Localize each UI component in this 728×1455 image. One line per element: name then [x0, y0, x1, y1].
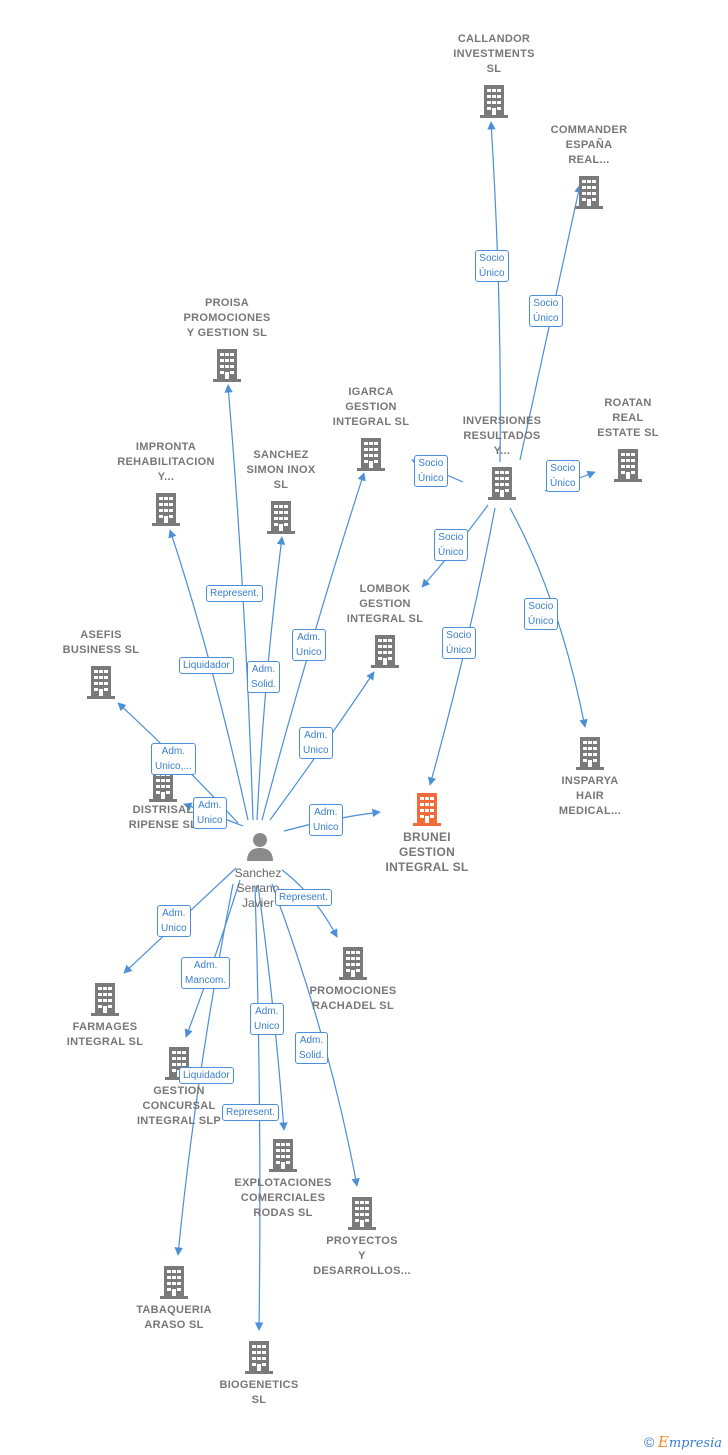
- empresia-logo: © Empresia: [643, 1433, 722, 1451]
- building-icon: [339, 947, 367, 980]
- edge-label-asefis: Adm.Unico,...: [151, 743, 196, 775]
- edge-label-rachadel: Represent.: [275, 889, 332, 906]
- building-icon: [245, 1341, 273, 1374]
- edge-label-gestion-mancom: Adm.Mancom.: [181, 957, 231, 989]
- edge-label-impronta: Liquidador: [179, 657, 234, 674]
- building-icon: [371, 635, 399, 668]
- building-icon: [269, 1139, 297, 1172]
- edge-label-igarca-adm: Adm.Unico: [292, 629, 326, 661]
- person-node[interactable]: [244, 830, 276, 862]
- edge-label-explotaciones-adm: Adm.Unico: [250, 1003, 284, 1035]
- building-icon: [480, 85, 508, 118]
- building-icon: [357, 438, 385, 471]
- building-icon: [91, 983, 119, 1016]
- building-icon: [152, 493, 180, 526]
- edge-label-farmages: Adm.Unico: [157, 905, 191, 937]
- edge-callandor: [487, 121, 501, 463]
- edge-label-distrisal: Adm.Unico: [193, 797, 227, 829]
- building-icon: [575, 176, 603, 209]
- edge-label-tabaqueria-rep: Represent.: [222, 1104, 279, 1121]
- edge-label-gestion-liq: Liquidador: [179, 1067, 234, 1084]
- building-icon: [488, 467, 516, 500]
- building-icon: [614, 449, 642, 482]
- edge-label-proisa: Represent.: [206, 585, 263, 602]
- edge-label-sanchez-simon: Adm.Solid.: [247, 661, 281, 693]
- building-icon: [348, 1197, 376, 1230]
- building-icon: [87, 666, 115, 699]
- edge-label-proyectos: Adm.Solid.: [295, 1032, 329, 1064]
- building-icon: [576, 737, 604, 770]
- person-icon: [247, 833, 273, 861]
- edge-label-brunei-adm: Adm.Unico: [309, 804, 343, 836]
- building-icon: [160, 1266, 188, 1299]
- edge-label-lombok-adm: Adm.Unico: [299, 727, 333, 759]
- building-icon: [267, 501, 295, 534]
- building-icon: [213, 349, 241, 382]
- building-icon-focus: [413, 793, 441, 826]
